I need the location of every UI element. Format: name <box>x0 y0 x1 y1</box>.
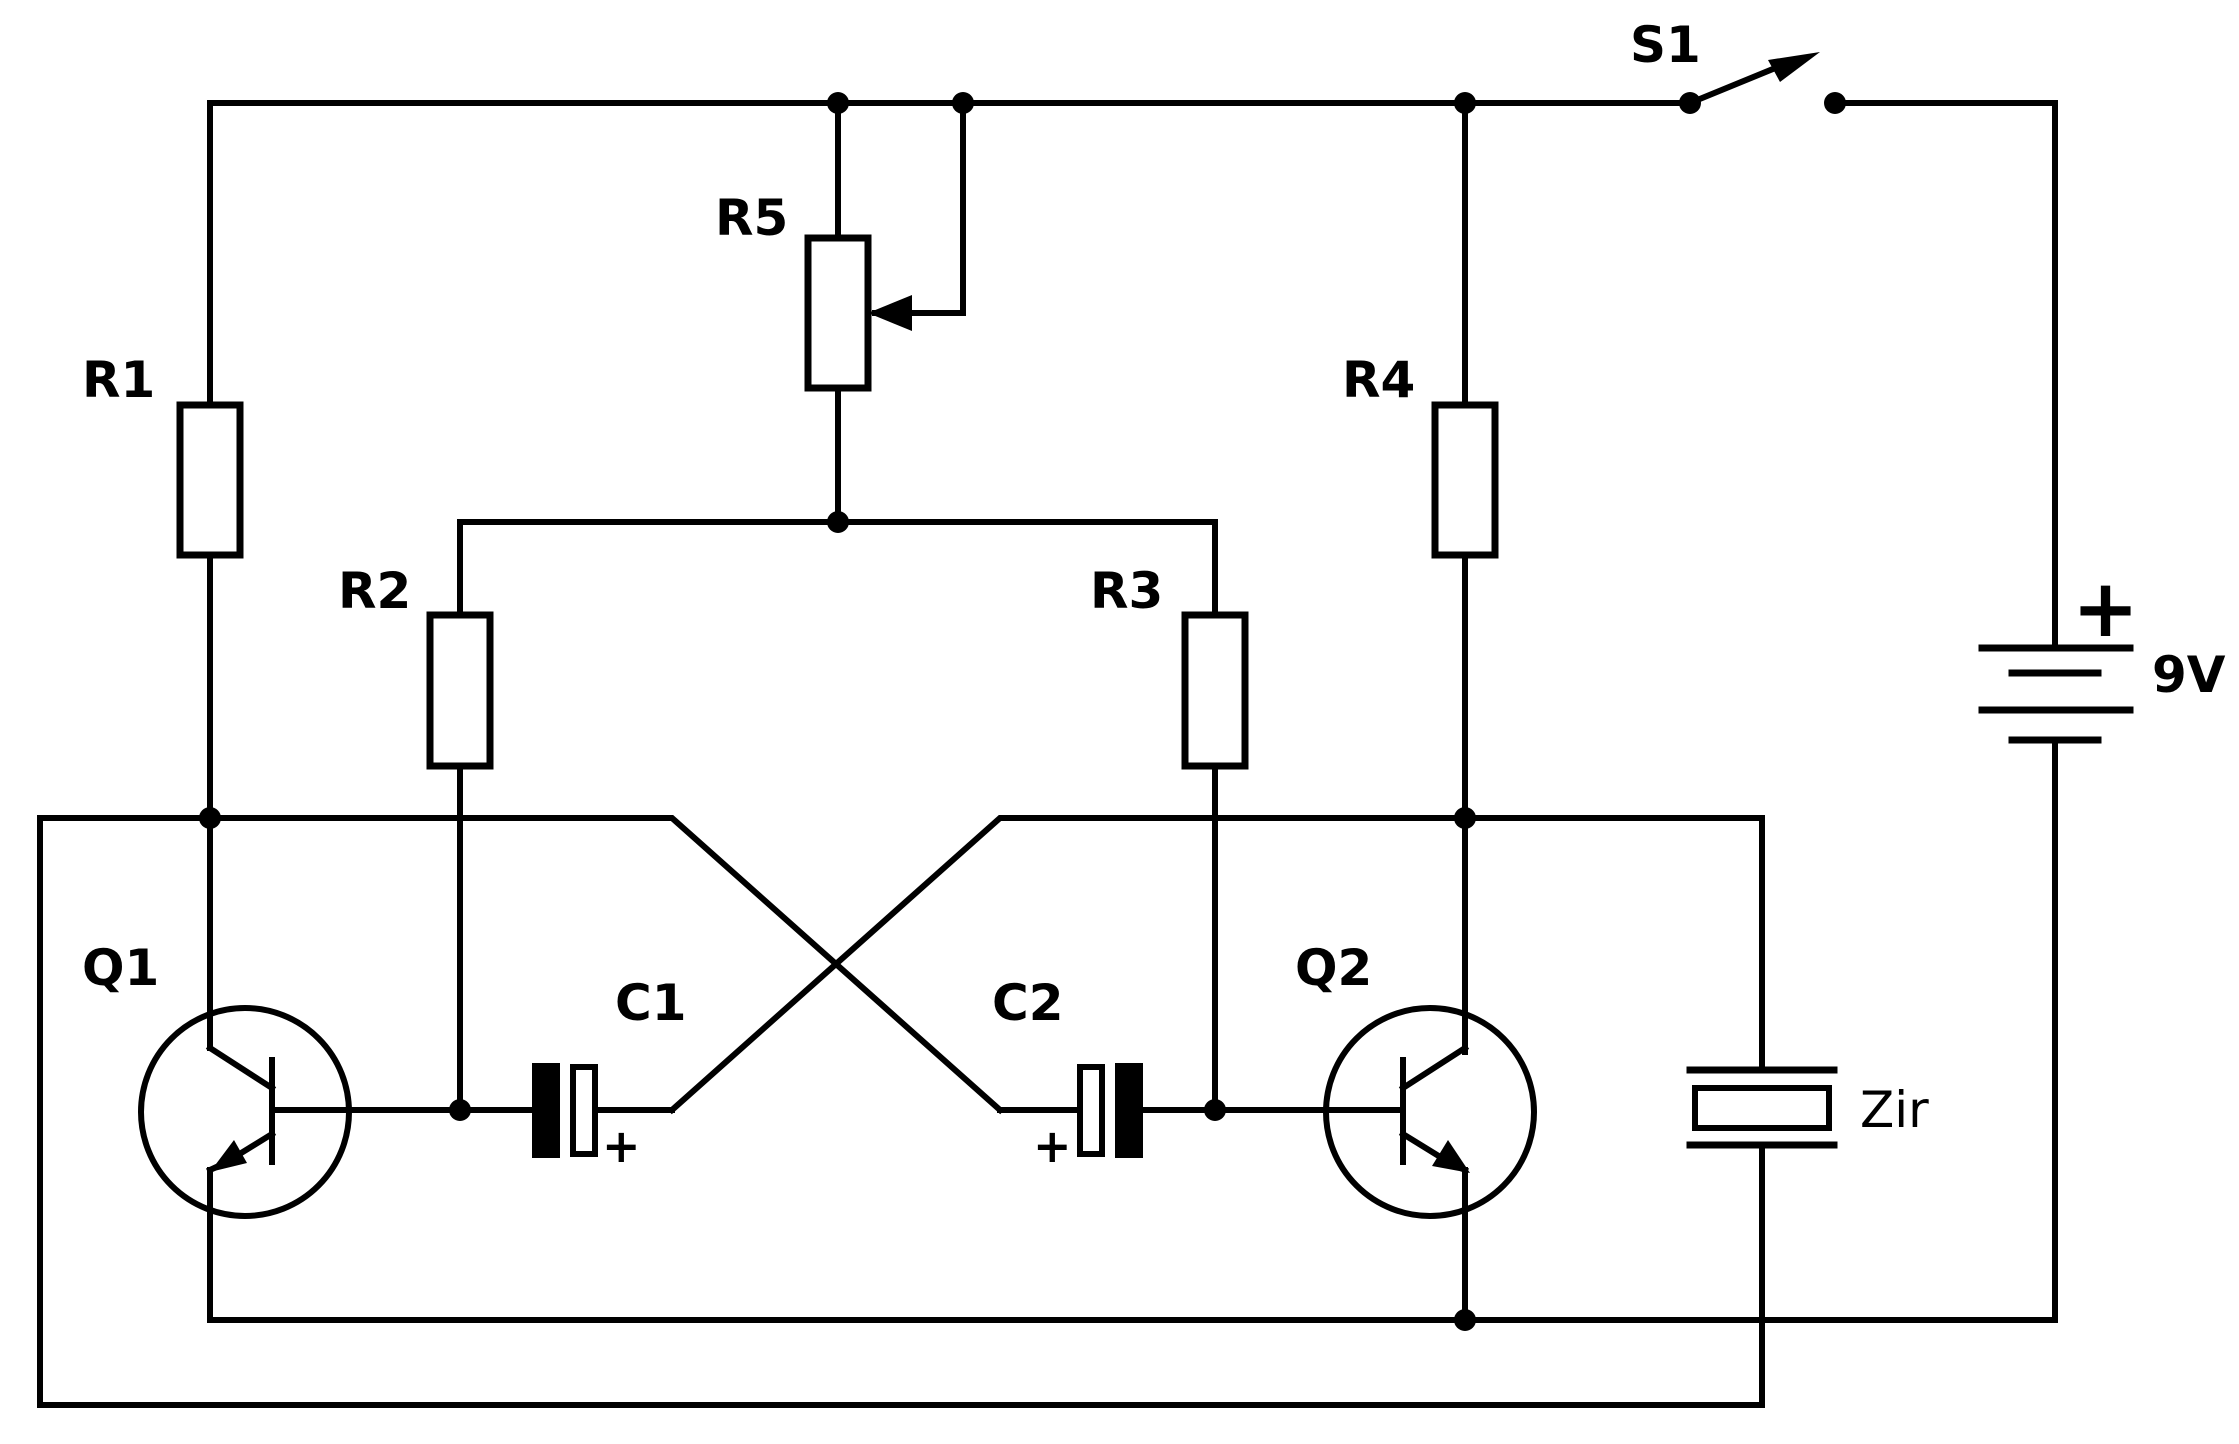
label-c2: C2 <box>992 974 1063 1032</box>
label-s1: S1 <box>1630 16 1701 74</box>
battery-9v <box>1978 644 2134 744</box>
switch-s1 <box>1679 52 1846 114</box>
label-r1: R1 <box>82 351 155 409</box>
top-rail-wire <box>207 100 2058 651</box>
label-buzzer: Zir <box>1860 1081 1929 1139</box>
label-q2: Q2 <box>1295 939 1372 997</box>
c2-plus-sign: + <box>1033 1119 1072 1173</box>
outer-loop-wire <box>37 815 1765 1408</box>
switch-contact-left <box>1679 92 1701 114</box>
label-r3: R3 <box>1090 562 1163 620</box>
resistors <box>176 234 1499 770</box>
c2-plate-solid <box>1115 1063 1143 1158</box>
c1-plate-solid <box>532 1063 560 1158</box>
q2-body <box>1323 1005 1537 1219</box>
wires <box>37 56 2058 1408</box>
junction <box>1204 1099 1226 1121</box>
q2-emitter-arrow <box>1432 1140 1470 1173</box>
buzzer-zir <box>1686 1066 1838 1149</box>
label-battery: 9V <box>2152 646 2226 704</box>
junction <box>1454 92 1476 114</box>
junction <box>827 511 849 533</box>
label-q1: Q1 <box>82 939 159 997</box>
resistor-r4 <box>1431 401 1499 559</box>
transistor-q1 <box>138 1005 352 1219</box>
cross-wire-2 <box>667 815 1765 1115</box>
junction <box>199 807 221 829</box>
transistor-q2 <box>1323 1005 1537 1219</box>
junction <box>827 92 849 114</box>
ground-rail-wire <box>207 737 2058 1323</box>
q1-emitter-arrow <box>210 1140 247 1172</box>
label-r5: R5 <box>715 189 788 247</box>
q1-collector <box>205 1043 277 1093</box>
junction <box>952 92 974 114</box>
junctions <box>199 92 1476 1331</box>
buzzer-crystal <box>1692 1085 1832 1131</box>
q1-body <box>138 1005 352 1219</box>
cross-wire-1 <box>207 815 1005 1115</box>
label-c1: C1 <box>615 974 686 1032</box>
q2-collector <box>1398 1043 1470 1093</box>
labels: R1 R2 R3 R4 R5 Q1 Q2 C1 C2 S1 9V Zir + +… <box>82 16 2226 1173</box>
c1-plate-hollow <box>570 1064 598 1157</box>
r5-wiper-arrow <box>868 295 912 331</box>
switch-arrow <box>1768 52 1820 82</box>
junction <box>1454 1309 1476 1331</box>
capacitors <box>532 1063 1143 1158</box>
junction <box>449 1099 471 1121</box>
battery-plus-sign: + <box>2072 562 2139 655</box>
resistor-r2 <box>426 611 494 770</box>
resistor-r1 <box>176 401 244 559</box>
label-r2: R2 <box>338 562 411 620</box>
switch-contact-right <box>1824 92 1846 114</box>
c2-plate-hollow <box>1077 1064 1105 1157</box>
label-r4: R4 <box>1342 351 1415 409</box>
resistor-r5 <box>804 234 872 392</box>
c1-plus-sign: + <box>602 1119 641 1173</box>
resistor-r3 <box>1181 611 1249 770</box>
junction <box>1454 807 1476 829</box>
